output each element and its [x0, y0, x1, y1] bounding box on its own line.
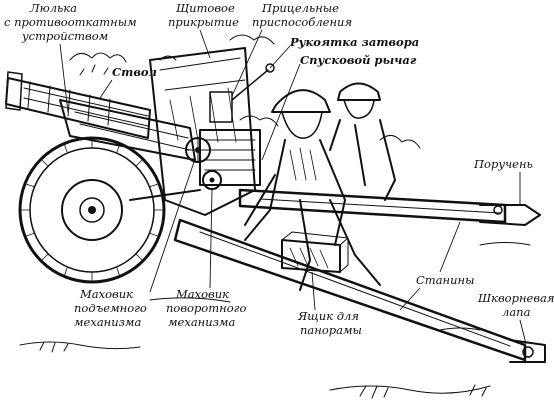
traverse-handwheel: [203, 171, 221, 189]
label-sights-line2: приспособления: [252, 15, 352, 29]
breech-block: [200, 64, 274, 185]
label-trigger-lever-text: Спусковой рычаг: [300, 53, 417, 67]
label-barrel: Ствол: [100, 65, 157, 98]
label-trigger-lever: Спусковой рычаг: [262, 53, 417, 160]
soldier-gunner: [245, 90, 380, 290]
elevation-handwheel: [186, 138, 210, 162]
label-cradle-line3: устройством: [21, 29, 108, 43]
label-shield-line1: Щитовое: [176, 1, 235, 15]
label-panorama-box-line1: Ящик для: [297, 309, 359, 323]
label-traverse-line1: Маховик: [175, 287, 229, 301]
cradle: [60, 100, 195, 160]
soldier-loader: [330, 84, 395, 201]
label-pintle-line1: Шкворневая: [477, 291, 554, 305]
label-trails: Станины: [400, 222, 474, 310]
label-barrel-text: Ствол: [112, 65, 157, 79]
label-panorama-box-line2: панорамы: [300, 323, 362, 337]
barrel: [6, 72, 150, 138]
label-sights-line1: Прицельные: [261, 1, 339, 15]
label-trails-text: Станины: [416, 273, 474, 287]
label-handrail: Поручень: [473, 157, 533, 205]
label-traverse-line2: поворотного: [166, 301, 246, 315]
pintle: [510, 340, 545, 362]
label-pintle-line2: лапа: [502, 305, 531, 319]
label-elevation-line1: Маховик: [79, 287, 133, 301]
label-cradle-line1: Люлька: [29, 1, 77, 15]
label-shield-line2: прикрытие: [168, 15, 239, 29]
label-cradle: Люлька с противооткатным устройством: [4, 1, 137, 112]
wheel: [20, 138, 164, 282]
label-elevation-line2: подъемного: [74, 301, 147, 315]
handrail: [480, 205, 540, 225]
label-breech-handle-text: Рукоятка затвора: [289, 35, 419, 49]
label-traverse-line3: механизма: [168, 315, 235, 329]
label-pintle: Шкворневая лапа: [477, 291, 554, 344]
label-handrail-text: Поручень: [473, 157, 533, 171]
label-cradle-line2: с противооткатным: [4, 15, 137, 29]
label-elevation-line3: механизма: [74, 315, 141, 329]
